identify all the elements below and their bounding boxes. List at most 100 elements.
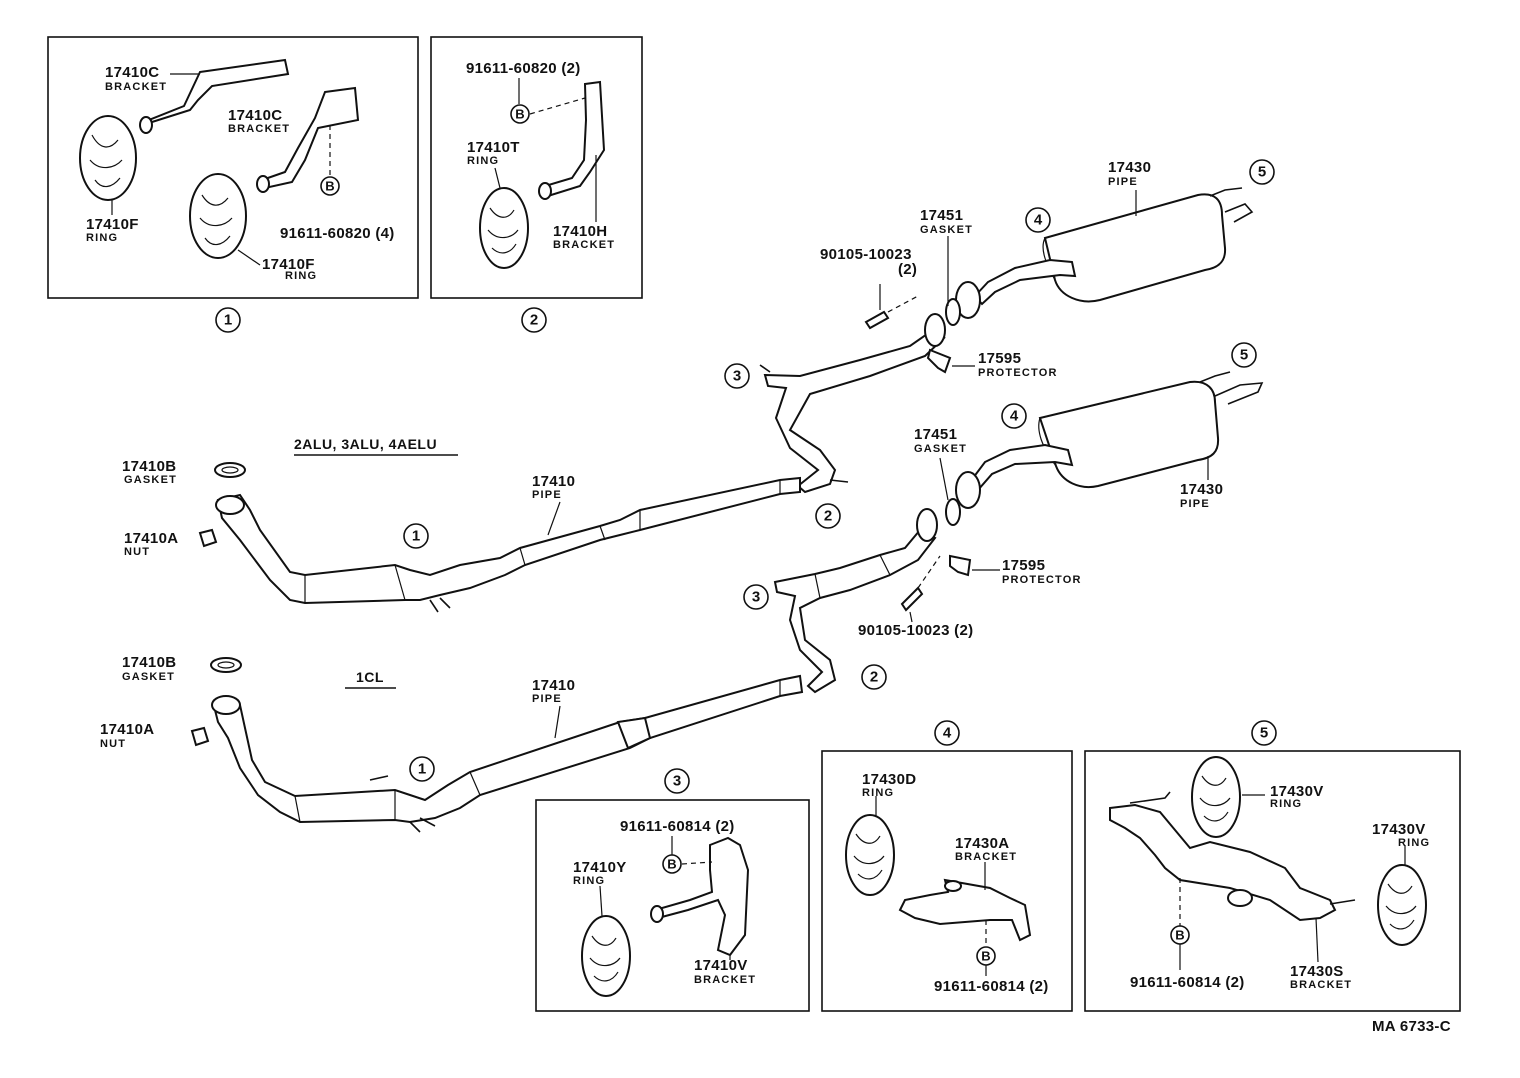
label-b1-bracket-b-nm: BRACKET <box>228 123 290 135</box>
callout-upper-2-text: 2 <box>824 508 832 525</box>
upper-main-pipe <box>216 476 801 605</box>
ring-17430d-detail <box>853 833 885 880</box>
callout-lower-2-text: 2 <box>870 669 878 686</box>
bracket-17410v-end <box>650 905 664 923</box>
bracket-17410c-b <box>260 86 360 190</box>
detail-box-5-frame <box>1084 750 1461 1012</box>
lower-gasket-hole <box>217 661 235 669</box>
label-top-pipe-pn: 17430 <box>1108 159 1151 176</box>
label-b2-bolt: 91611-60820 (2) <box>466 60 581 77</box>
callout-middle-3 <box>743 584 769 610</box>
callout-lower-2 <box>861 664 887 690</box>
top-muffler-tailpipe-a <box>1209 187 1243 197</box>
detail-box-5: B 17430V RING 17430V RING 91611-60814 (2… <box>1084 750 1461 1012</box>
ring-17410y-detail <box>589 935 621 982</box>
label-b5-ring-a-pn: 17430V <box>1270 783 1324 800</box>
upper-nut-17410a <box>198 528 218 548</box>
label-b5-bolt: 91611-60814 (2) <box>1130 974 1245 991</box>
callout-top-5-text: 5 <box>1258 164 1266 181</box>
label-up-pipe-nm: PIPE <box>532 489 562 501</box>
label-b3-ring-pn: 17410Y <box>573 859 627 876</box>
label-b1-ring-a-pn: 17410F <box>86 216 139 233</box>
label-mid-gasket-nm: GASKET <box>914 443 967 455</box>
ring-17430v-b <box>1377 864 1427 946</box>
bracket-17430a-post <box>944 880 962 892</box>
callout-box-1 <box>215 307 241 333</box>
lower-pipe-heat-shield <box>616 716 652 750</box>
label-top-gasket-pn: 17451 <box>920 207 963 224</box>
top-muffler-assembly: 17430 PIPE 17451 GASKET 90105-10023 (2) … <box>759 159 1254 494</box>
callout-box-5-text: 5 <box>1260 725 1268 742</box>
upper-front-flange <box>215 495 245 515</box>
bracket-17410c-b-end <box>256 175 270 193</box>
leader-b1-ring-b <box>237 249 261 266</box>
bracket-17410c-a-end <box>139 116 153 134</box>
detail-box-4: B 17430D RING 17430A BRACKET 91611-60814… <box>821 750 1073 1012</box>
top-center-pipe-flange <box>924 313 946 347</box>
label-b5-bracket-nm: BRACKET <box>1290 979 1352 991</box>
callout-middle-4-text: 4 <box>1010 408 1019 425</box>
label-b3-bracket-pn: 17410V <box>694 957 748 974</box>
callout-top-3-text: 3 <box>733 368 741 385</box>
leader-b5-bracket <box>1315 917 1319 963</box>
middle-protector <box>949 554 972 577</box>
middle-center-pipe-joints <box>814 554 891 599</box>
callout-middle-5 <box>1231 342 1257 368</box>
lower-front-pipe-assembly: 1CL 17410B GASKET 17410A NUT 17410 PIPE <box>100 654 804 833</box>
leader-b3-ring <box>599 885 603 917</box>
label-lo-nut-nm: NUT <box>100 738 126 750</box>
upper-gasket-hole <box>221 466 239 474</box>
middle-center-pipe-flange <box>916 508 938 542</box>
label-top-protector-nm: PROTECTOR <box>978 367 1058 379</box>
detail-box-2: B 91611-60820 (2) 17410T RING 17410H BRA… <box>430 36 643 299</box>
label-mid-protector-pn: 17595 <box>1002 557 1045 574</box>
label-b2-ring-pn: 17410T <box>467 139 520 156</box>
bolt-mark-b3 <box>662 854 682 874</box>
upper-gasket-17410b <box>214 462 246 478</box>
label-b1-ring-b-nm: RING <box>285 270 317 282</box>
label-mid-bolt: 90105-10023 (2) <box>858 622 973 639</box>
leader-b2-bolt <box>529 97 586 115</box>
label-b2-bracket-pn: 17410H <box>553 223 607 240</box>
label-mid-pipe-nm: PIPE <box>1180 498 1210 510</box>
callout-middle-5-text: 5 <box>1240 347 1248 364</box>
detail-box-1: 17410C BRACKET 17410C BRACKET B 91611-60… <box>47 36 419 299</box>
middle-flange <box>955 471 981 509</box>
top-center-pipe <box>763 330 946 494</box>
bracket-17430a <box>898 878 1032 942</box>
top-muffler-inlet <box>973 258 1077 306</box>
lower-main-pipe-joints <box>294 680 781 823</box>
middle-muffler-tailpipe-a <box>1199 371 1231 383</box>
callout-upper-1 <box>403 523 429 549</box>
top-hanger-stub <box>759 364 771 373</box>
leader-middle-gasket <box>939 457 949 501</box>
middle-bolt <box>900 586 924 612</box>
label-lo-nut-pn: 17410A <box>100 721 154 738</box>
label-b4-bolt: 91611-60814 (2) <box>934 978 1049 995</box>
detail-box-3-frame <box>535 799 810 1012</box>
bolt-mark-b1 <box>320 176 340 196</box>
ring-17410f-a-detail <box>89 134 123 188</box>
callout-top-4 <box>1025 207 1051 233</box>
leader-middle-bolt-label <box>909 611 913 623</box>
middle-gasket <box>945 498 961 526</box>
label-up-nut-nm: NUT <box>124 546 150 558</box>
upper-main-pipe-joints <box>304 480 781 603</box>
lower-pipe-hooks <box>369 775 436 833</box>
label-b5-ring-b-nm: RING <box>1398 837 1430 849</box>
ring-17410t-detail <box>487 207 519 254</box>
callout-box-2 <box>521 307 547 333</box>
lower-nut-17410a <box>190 726 210 747</box>
leader-middle-bolt <box>917 555 941 589</box>
label-top-protector-pn: 17595 <box>978 350 1021 367</box>
callout-lower-1 <box>409 756 435 782</box>
label-b1-bracket-b-pn: 17410C <box>228 107 282 124</box>
callout-box-3-text: 3 <box>673 773 681 790</box>
label-b1-ring-a-nm: RING <box>86 232 118 244</box>
label-b2-ring-nm: RING <box>467 155 499 167</box>
callout-box-4 <box>934 720 960 746</box>
label-lo-gasket-nm: GASKET <box>122 671 175 683</box>
label-lo-gasket-pn: 17410B <box>122 654 176 671</box>
callout-upper-1-text: 1 <box>412 528 420 545</box>
label-b2-bracket-nm: BRACKET <box>553 239 615 251</box>
